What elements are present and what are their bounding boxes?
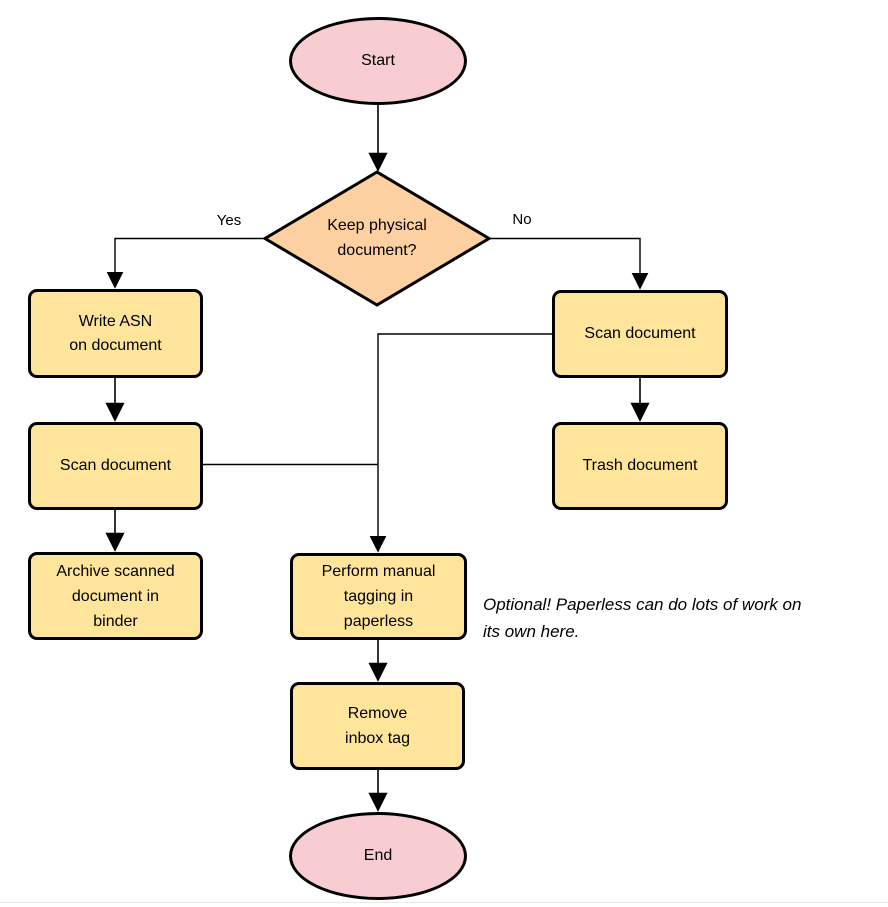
node-remove-inbox-tag: Remove inbox tag	[290, 682, 465, 770]
page-bottom-rule	[0, 902, 888, 903]
edge-label-yes: Yes	[216, 212, 242, 229]
node-start: Start	[289, 17, 467, 105]
edge-scan-right-to-perform-tagging	[369, 333, 552, 553]
node-write-asn-on-document: Write ASN on document	[28, 289, 203, 378]
node-archive-scanned-document: Archive scanned document in binder	[28, 552, 203, 640]
optional-note: Optional! Paperless can do lots of work …	[483, 591, 885, 645]
node-decision-label: Keep physical document?	[327, 217, 427, 259]
node-scan-document-right: Scan document	[552, 290, 728, 378]
edge-decision-no-to-scan-right	[489, 237, 649, 290]
node-perform-manual-tagging: Perform manual tagging in paperless	[290, 553, 467, 640]
optional-note-line1: Optional! Paperless can do lots of work …	[483, 595, 802, 614]
edge-label-no: No	[512, 211, 532, 228]
node-scan-document-left: Scan document	[28, 422, 203, 510]
decision-diamond-shape	[262, 170, 492, 307]
node-end: End	[289, 812, 467, 900]
edge-decision-yes-to-write-asn	[106, 237, 265, 289]
optional-note-line2: its own here.	[483, 622, 580, 641]
node-trash-document: Trash document	[552, 422, 728, 510]
